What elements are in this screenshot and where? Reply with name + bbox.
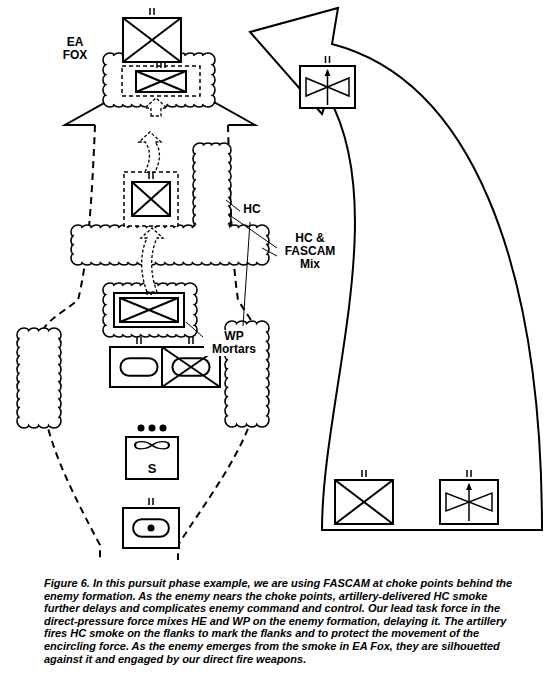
unit-symbol [300,66,355,108]
unit-symbol [132,182,170,216]
echelon-tick [188,337,190,344]
enemy-outline [124,172,178,226]
unit-cross [136,71,186,92]
unit-cross [335,480,393,524]
echelon-tick [156,61,158,68]
unit-emblem-loop [135,442,169,449]
echelon-tick [466,470,468,477]
armor-oval [133,519,169,537]
echelon-tick [152,172,154,179]
unit-symbol [120,298,178,322]
smoke-label: WP Mortars [204,330,264,356]
echelon-tick [470,470,472,477]
unit-symbol [110,347,168,387]
advance-arrow [139,132,161,172]
cloud-core [24,335,54,421]
armor-oval [172,358,209,376]
smoke-cloud-fill [19,55,268,427]
unit-dot [148,525,155,532]
echelon-tick [192,337,194,344]
leader-line [186,322,203,337]
unit-symbol [440,480,498,524]
echelon-tick [325,56,327,63]
unit-emblem [127,438,177,462]
recon-arrowhead [466,483,472,490]
unit-cross [132,182,170,216]
echelon-tick [365,470,367,477]
echelon-tick [140,337,142,344]
unit-symbol [123,18,181,62]
unit-cross [132,182,170,216]
echelon-tick [164,61,166,68]
unit-cross [335,480,393,524]
unit-cross [123,18,181,62]
support-unit-symbol: S [125,436,179,480]
echelon-tick [153,8,155,15]
unit-cross [120,298,178,322]
echelon-dot [149,425,156,432]
smoke-cloud-outline [17,53,269,428]
enemy-outline [114,293,184,327]
advance-arrow [145,98,167,116]
advance-arrow [141,228,163,292]
armor-oval [120,358,157,376]
cloud-core [78,232,262,258]
unit-letter: S [127,462,177,476]
echelon-tick [160,61,162,68]
leader-line [262,248,277,256]
echelon-tick [329,56,331,63]
smoke-label: HC [240,203,264,216]
unit-cross [136,71,186,92]
echelon-tick [148,498,150,505]
echelon-tick [149,8,151,15]
leader-line [243,222,250,326]
recon-arrowhead [325,69,331,76]
echelon-dot [138,425,145,432]
unit-symbol [136,71,186,92]
echelon-tick [152,498,154,505]
echelon-tick [148,172,150,179]
echelon-tick [361,470,363,477]
cloud-core [110,290,190,330]
leader-line [228,214,277,248]
echelon-dot [160,425,167,432]
engagement-area-label: EA FOX [52,36,98,62]
unit-symbol [123,508,179,548]
unit-cross [123,18,181,62]
echelon-tick [136,337,138,344]
unit-symbol [335,480,393,524]
cloud-core [110,60,208,100]
enemy-outline [122,66,200,96]
unit-cross [120,298,178,322]
smoke-label: HC & FASCAM Mix [278,232,342,271]
encircling-arrow [250,8,542,530]
figure-caption: Figure 6. In this pursuit phase example,… [44,577,518,665]
